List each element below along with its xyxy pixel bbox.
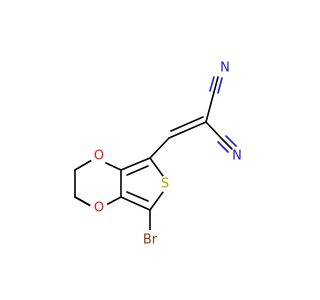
bond-c5-s	[149, 191, 164, 211]
bond-c3-c2-double-inner	[126, 165, 149, 176]
atom-n-lower: N	[232, 149, 242, 164]
structure-canvas: O O S Br N N	[74, 60, 242, 248]
bond-vinyl-double	[168, 121, 207, 139]
atom-s: S	[161, 177, 169, 192]
bond-cn-lower-triple-1	[221, 138, 233, 150]
bond-o-lower-c	[105, 196, 122, 206]
bond-c-cn-lower	[205, 121, 223, 140]
bond-cn-lower-triple-3	[225, 135, 237, 147]
bond-c2-s	[149, 157, 164, 177]
bond-cn-upper-triple-2	[209, 76, 215, 92]
bond-o-upper-c	[105, 162, 122, 171]
bond-cn-lower-triple-2	[217, 141, 229, 153]
bond-c4-c5-double	[120, 196, 151, 211]
atom-n-upper: N	[220, 61, 230, 76]
bond-c4-c5-double-inner	[126, 191, 149, 202]
bond-c-cn-upper	[205, 91, 215, 123]
molecule-drawing: O O S Br N N	[74, 60, 242, 248]
bond-c3-c2-double	[120, 157, 151, 171]
bond-cn-upper-triple-1	[213, 76, 219, 93]
atom-o-upper: O	[94, 149, 104, 164]
bond-vinyl-double-inner	[170, 116, 204, 132]
bond-ch2-o-lower	[74, 159, 93, 171]
bond-c2-vinyl	[149, 137, 170, 159]
bond-cn-upper-triple-3	[217, 77, 223, 94]
atom-br: Br	[143, 233, 158, 248]
bond-ch2-o-lower-b	[74, 196, 92, 207]
atom-o-lower: O	[94, 201, 104, 216]
